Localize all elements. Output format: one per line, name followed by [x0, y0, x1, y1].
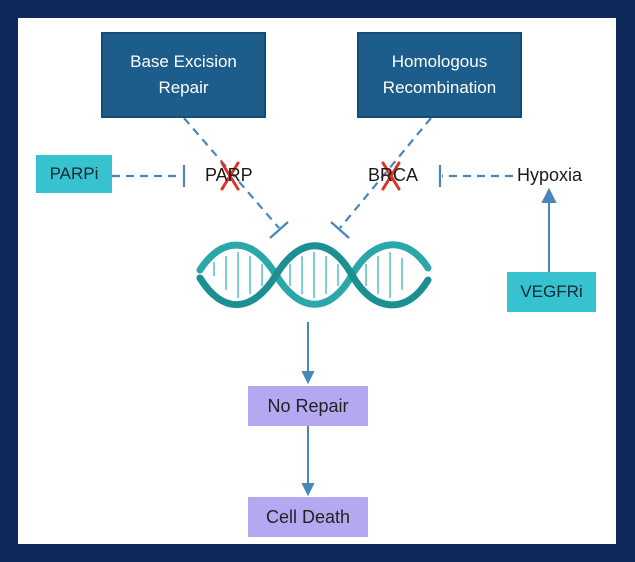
base-excision-repair-label: Base Excision Repair	[130, 52, 237, 97]
parp-label: PARP	[205, 165, 253, 185]
red-x-icon	[220, 161, 240, 191]
base-excision-repair-box: Base Excision Repair	[101, 32, 266, 118]
homologous-recombination-box: Homologous Recombination	[357, 32, 522, 118]
arrowhead-hypoxia	[541, 187, 557, 203]
vegfri-label: VEGFRi	[520, 282, 583, 301]
vegfri-box: VEGFRi	[507, 272, 596, 312]
no-repair-label: No Repair	[267, 395, 349, 416]
tbar-brca-dna	[330, 221, 350, 239]
parpi-box: PARPi	[36, 155, 112, 193]
connector-hr-to-brca	[339, 117, 432, 229]
cell-death-label: Cell Death	[265, 506, 351, 527]
no-repair-box: No Repair	[248, 386, 368, 426]
parpi-label: PARPi	[49, 164, 99, 183]
brca-label: BRCA	[368, 165, 419, 185]
tbar-parp-dna	[269, 221, 289, 239]
homologous-recombination-label: Homologous Recombination	[382, 52, 497, 97]
cell-death-box: Cell Death	[248, 497, 368, 537]
arrowhead-celldeath	[301, 483, 315, 497]
dna-helix-icon	[196, 241, 432, 309]
hypoxia-label: Hypoxia	[517, 165, 583, 185]
arrowhead-norepair	[301, 371, 315, 385]
red-x-icon	[381, 161, 401, 191]
